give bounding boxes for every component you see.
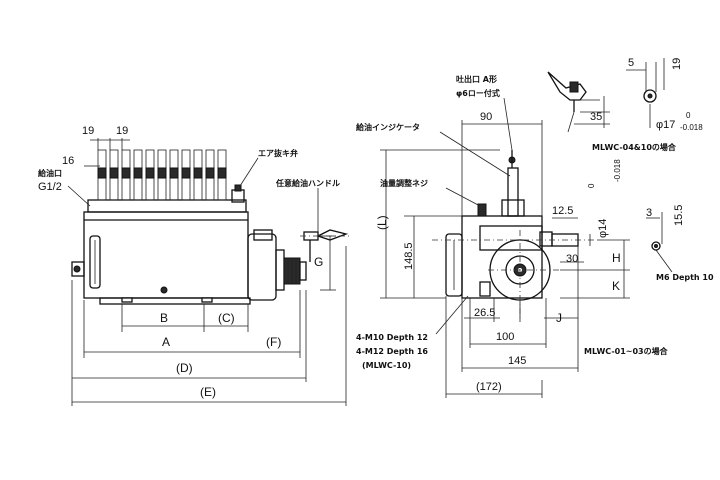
- dim-172: (172): [476, 381, 502, 393]
- dim-H: H: [612, 251, 621, 265]
- dim-L: (L): [375, 215, 389, 230]
- dim-D: (D): [176, 361, 193, 375]
- dim-12-5: 12.5: [552, 205, 573, 217]
- manifold-strip: [87, 199, 247, 213]
- dim-E: (E): [200, 385, 216, 399]
- dim-K: K: [612, 279, 620, 293]
- dim-tol1a: 0: [587, 183, 596, 188]
- dim-15-5: 15.5: [673, 205, 685, 226]
- dim-19b: 19: [116, 125, 128, 137]
- adjust-screw: [477, 203, 487, 217]
- label-indicator: 給油インジケータ: [356, 122, 420, 132]
- dim-phi14: φ14: [597, 219, 609, 238]
- side-view-labels: 吐出口 A形 φ6ロー付式 給油インジケータ 油量調整ネジ 4-M10 Dept…: [356, 74, 513, 370]
- dim-J: J: [556, 311, 562, 325]
- dim-phi17: φ17: [656, 119, 675, 131]
- front-view: [71, 149, 352, 305]
- side-body: [461, 215, 543, 299]
- pump-body: [83, 211, 249, 299]
- dim-G: G: [314, 255, 323, 269]
- dim-5: 5: [628, 57, 634, 69]
- detail-mlwc-01-03: 3 15.5 M6 Depth 10 MLWC-01~03の場合: [584, 205, 714, 356]
- dim-145: 145: [508, 355, 526, 367]
- dim-90: 90: [480, 111, 492, 123]
- outlet-units: [97, 149, 227, 201]
- front-view-dimensions: 19 19 16 B (C) A (F) (D) (E) G: [62, 125, 347, 406]
- dim-16: 16: [62, 155, 74, 167]
- label-manual-handle: 任意給油ハンドル: [275, 178, 340, 188]
- dim-F: (F): [266, 335, 281, 349]
- gearbox: [247, 233, 277, 301]
- dim-19c: 19: [671, 58, 683, 70]
- label-case-04-10: MLWC-04&10の場合: [592, 142, 677, 152]
- label-mount-2: 4-M12 Depth 16: [356, 347, 428, 356]
- sight-glass: [89, 235, 101, 289]
- dim-B: B: [160, 311, 168, 325]
- manual-handle: [303, 229, 349, 262]
- dim-tol2a: 0: [686, 111, 691, 120]
- dim-C: (C): [218, 311, 235, 325]
- dim-tol2b: -0.018: [680, 123, 703, 132]
- dim-19a: 19: [82, 125, 94, 137]
- dim-26: 26.5: [474, 307, 495, 319]
- indicator-tube: [507, 167, 519, 217]
- label-outlet-size: φ6ロー付式: [456, 88, 500, 98]
- dim-A: A: [162, 335, 170, 349]
- dim-100: 100: [496, 331, 514, 343]
- label-mount-1: 4-M10 Depth 12: [356, 333, 428, 342]
- detail-mlwc-04-10: 35 5 19 φ17 0 -0.018 MLWC-04&10の場合: [547, 57, 703, 152]
- front-view-labels: 給油口 G1/2 エア抜キ弁 任意給油ハンドル: [38, 148, 340, 232]
- side-view-dimensions: 90 (L) 148.5 26.5 J 100 145 (172): [375, 111, 630, 398]
- dim-35: 35: [590, 111, 602, 123]
- side-view: [432, 150, 600, 318]
- dim-tol1b: -0.018: [613, 159, 622, 182]
- dim-3: 3: [646, 207, 652, 219]
- label-case-01-03: MLWC-01~03の場合: [584, 346, 669, 356]
- dim-148: 148.5: [403, 242, 415, 270]
- label-air-vent: エア抜キ弁: [258, 148, 298, 158]
- label-supply-port-size: G1/2: [38, 181, 62, 193]
- label-supply-port: 給油口: [38, 168, 62, 178]
- dim-30: 30: [566, 253, 578, 265]
- label-m6: M6 Depth 10: [656, 273, 714, 282]
- label-outlet: 吐出口 A形: [456, 74, 497, 84]
- label-mount-3: (MLWC-10): [362, 361, 411, 370]
- label-adjust-screw: 油量調整ネジ: [380, 178, 428, 188]
